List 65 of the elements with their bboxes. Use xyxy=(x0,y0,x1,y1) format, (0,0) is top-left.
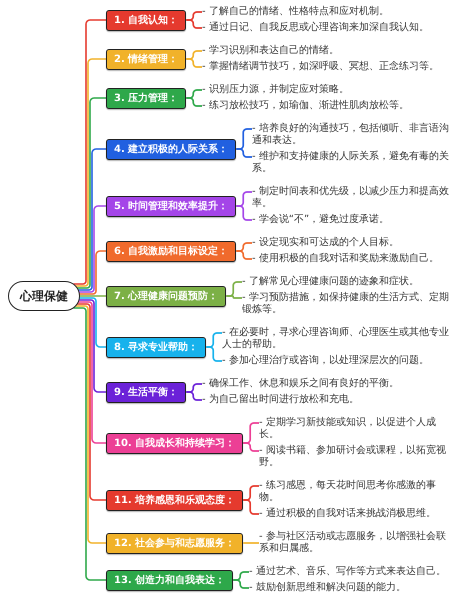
bullet-text: - 掌握情绪调节技巧，如深呼吸、冥想、正念练习等。 xyxy=(202,61,454,73)
category-box: 7. 心理健康问题预防： xyxy=(106,286,226,306)
bullet-text: - 鼓励创新思维和解决问题的能力。 xyxy=(249,582,454,594)
brace-connector xyxy=(243,499,259,515)
branch-line xyxy=(78,299,106,393)
branch-line xyxy=(76,58,106,287)
category-box: 1. 自我认知： xyxy=(106,10,186,30)
category-box: 9. 生活平衡： xyxy=(106,382,186,402)
brace-connector xyxy=(186,19,202,29)
bullet-text: - 参加心理治疗或咨询，以处理深层次的问题。 xyxy=(222,355,454,367)
category-box: 4. 建立积极的人际关系： xyxy=(106,138,236,160)
bullet-text: - 学会说“不”，避免过度承诺。 xyxy=(252,214,454,226)
bullet-text: - 了解自己的情绪、性格特点和应对机制。 xyxy=(202,6,454,18)
brace-connector xyxy=(236,205,252,221)
bullet-text: - 定期学习新技能或知识，以促进个人成长。 xyxy=(259,417,454,441)
branch-line xyxy=(78,205,106,293)
bullet-text: - 了解常见心理健康问题的迹象和症状。 xyxy=(242,276,454,288)
brace-connector xyxy=(206,346,222,362)
brace-connector xyxy=(243,542,259,544)
category-box: 8. 寻求专业帮助： xyxy=(106,336,206,358)
branch-line xyxy=(76,305,106,544)
bullet-text: - 维护和支持健康的人际关系，避免有毒的关系。 xyxy=(252,151,454,175)
bullet-text: - 设定现实和可达成的个人目标。 xyxy=(252,237,454,249)
branch-line xyxy=(80,295,106,297)
branch-line xyxy=(78,148,106,291)
bullet-text: - 学习预防措施，如保持健康的生活方式、定期锻炼等。 xyxy=(242,292,454,316)
category-box: 11. 培养感恩和乐观态度： xyxy=(106,490,244,510)
branch-line xyxy=(79,250,106,295)
category-box: 3. 压力管理： xyxy=(106,88,186,108)
bullet-text: - 参与社区活动或志愿服务，以增强社会联系和归属感。 xyxy=(259,531,454,555)
brace-connector xyxy=(243,442,259,452)
branch-line xyxy=(74,19,106,285)
branch-line xyxy=(74,307,106,581)
bullet-text: - 通过积极的自我对话来挑战消极思维。 xyxy=(259,508,454,520)
topic-pill: 心理保健 xyxy=(8,281,80,311)
bullet-text: - 练习放松技巧，如瑜伽、渐进性肌肉放松等。 xyxy=(202,100,454,112)
brace-connector xyxy=(236,250,252,260)
bullet-text: - 确保工作、休息和娱乐之间有良好的平衡。 xyxy=(202,378,454,390)
category-box: 10. 自我成长和持续学习： xyxy=(106,432,244,454)
category-box: 2. 情绪管理： xyxy=(106,48,186,70)
bullet-text: - 通过艺术、音乐、写作等方式来表达自己。 xyxy=(249,566,454,578)
bullet-text: - 通过日记、自我反思或心理咨询来加深自我认知。 xyxy=(202,22,454,34)
brace-connector xyxy=(186,97,202,107)
branch-line xyxy=(78,301,106,444)
brace-connector xyxy=(186,58,202,68)
bullet-text: - 识别压力源，并制定应对策略。 xyxy=(202,84,454,96)
branch-line xyxy=(77,97,106,289)
category-box: 6. 自我激励和目标设定： xyxy=(106,240,236,262)
brace-connector xyxy=(226,295,242,299)
bullet-text: - 阅读书籍、参加研讨会或课程，以拓宽视野。 xyxy=(259,445,454,469)
brace-connector xyxy=(236,148,252,158)
bullet-text: - 学习识别和表达自己的情绪。 xyxy=(202,45,454,57)
category-box: 13. 创造力和自我表达： xyxy=(106,570,234,590)
bullet-text: - 为自己留出时间进行放松和充电。 xyxy=(202,394,454,406)
branch-line xyxy=(79,297,106,348)
category-box: 5. 时间管理和效率提升： xyxy=(106,196,236,216)
brace-connector xyxy=(233,579,249,589)
bullet-text: - 在必要时，寻求心理咨询师、心理医生或其他专业人士的帮助。 xyxy=(222,327,454,351)
bullet-text: - 制定时间表和优先级，以减少压力和提高效率。 xyxy=(252,186,454,210)
category-box: 12. 社会参与和志愿服务： xyxy=(106,532,244,554)
bullet-text: - 培养良好的沟通技巧，包括倾听、非言语沟通和表达。 xyxy=(252,123,454,147)
bullet-text: - 使用积极的自我对话和奖励来激励自己。 xyxy=(252,253,454,265)
brace-connector xyxy=(186,391,202,401)
bullet-text: - 练习感恩，每天花时间思考你感激的事物。 xyxy=(259,480,454,504)
branch-line xyxy=(77,303,106,501)
